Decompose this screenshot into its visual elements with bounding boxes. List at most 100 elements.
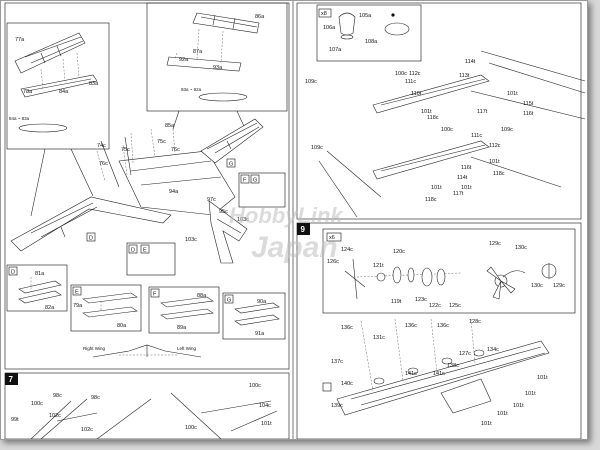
svg-text:Japan: Japan: [251, 231, 338, 264]
svg-text:101t: 101t: [525, 391, 536, 397]
svg-text:89a: 89a: [177, 325, 187, 331]
svg-text:F: F: [153, 292, 157, 298]
part-label: 86a: [255, 14, 265, 20]
svg-text:111c: 111c: [471, 133, 482, 139]
svg-text:136c: 136c: [341, 325, 353, 331]
svg-text:98c: 98c: [91, 395, 100, 401]
svg-text:101t: 101t: [461, 185, 472, 191]
svg-text:112c: 112c: [409, 71, 421, 77]
part-label: 103c: [237, 217, 249, 223]
part-label: 93a: [213, 65, 223, 71]
svg-text:101t: 101t: [261, 421, 272, 427]
svg-text:114t: 114t: [465, 59, 476, 65]
svg-text:141c: 141c: [405, 371, 417, 377]
step-number: 7: [9, 375, 14, 384]
svg-text:122c: 122c: [429, 303, 441, 309]
quantity-label: x8: [321, 11, 327, 17]
part-label: 94a: [169, 189, 179, 195]
subassembly-E: E 79a 80a: [70, 284, 142, 332]
svg-text:112c: 112c: [489, 143, 501, 149]
svg-text:100c: 100c: [441, 127, 453, 133]
instruction-sheet: 77a 78a 84a 83a 84a ~ 83a 86a 87a 92a 93…: [0, 0, 588, 440]
svg-text:101t: 101t: [431, 185, 442, 191]
step-9: 9 x6 124c 126c 121t 120c 119t 123c 122c …: [296, 222, 582, 439]
svg-text:108a: 108a: [365, 39, 378, 45]
svg-text:114t: 114t: [457, 175, 468, 181]
svg-text:109c: 109c: [501, 127, 513, 133]
dihedral-view: Right Wing Left Wing: [83, 344, 202, 358]
svg-text:117t: 117t: [477, 109, 488, 115]
svg-text:101t: 101t: [421, 109, 432, 115]
part-label: 84a: [59, 89, 69, 95]
svg-text:138c: 138c: [447, 363, 459, 369]
sub-letter: D: [131, 248, 135, 254]
svg-text:100c: 100c: [395, 71, 407, 77]
subassembly-F: F 88a 89a: [148, 286, 220, 334]
svg-text:101t: 101t: [481, 421, 492, 427]
svg-text:139c: 139c: [331, 403, 343, 409]
svg-text:129c: 129c: [489, 241, 501, 247]
svg-text:98c: 98c: [53, 393, 62, 399]
svg-text:128c: 128c: [469, 319, 481, 325]
right-wing-label: Right Wing: [83, 346, 106, 351]
assembly-diagram: 77a 78a 84a 83a 84a ~ 83a 86a 87a 92a 93…: [4, 1, 586, 439]
svg-text:101t: 101t: [513, 403, 524, 409]
svg-text:80a: 80a: [117, 323, 127, 329]
svg-text:116t: 116t: [461, 165, 472, 171]
svg-text:111c: 111c: [405, 79, 416, 85]
inset-right-wing: 86a 87a 92a 93a 93a ~ 92a: [146, 2, 288, 112]
part-label: 92a: [179, 57, 189, 63]
svg-text:140c: 140c: [341, 381, 353, 387]
svg-text:100c: 100c: [31, 401, 43, 407]
svg-text:119t: 119t: [391, 299, 402, 305]
sub-letter: G: [229, 162, 233, 168]
svg-text:79a: 79a: [73, 303, 83, 309]
svg-text:101t: 101t: [489, 159, 500, 165]
svg-text:81a: 81a: [35, 271, 45, 277]
svg-text:91a: 91a: [255, 331, 265, 337]
svg-text:130c: 130c: [515, 245, 527, 251]
part-label: 78a: [23, 89, 33, 95]
watermark: HobbyLink Japan: [229, 203, 344, 264]
svg-text:109c: 109c: [305, 79, 317, 85]
part-label: 87a: [193, 49, 203, 55]
left-wing-label: Left Wing: [177, 346, 197, 351]
svg-text:115t: 115t: [523, 101, 534, 107]
svg-text:101t: 101t: [507, 91, 518, 97]
part-label: 76c: [171, 147, 180, 153]
svg-text:D: D: [11, 270, 15, 276]
svg-text:118c: 118c: [427, 115, 439, 121]
part-label: 103c: [185, 237, 197, 243]
step-7: 7 98c 100c 99t 102c 98c 102c 100c 104c 1…: [4, 372, 290, 439]
part-label: 75c: [157, 139, 166, 145]
svg-text:117t: 117t: [453, 191, 464, 197]
airframe-main-view: 85a 74c 75c 76c 75c 76c 94a 97c 95c 103c…: [10, 118, 264, 264]
sub-letter: D: [89, 236, 93, 242]
part-label: 77a: [15, 37, 25, 43]
part-label: 97c: [207, 197, 216, 203]
svg-text:141c: 141c: [433, 371, 445, 377]
part-label: 84a ~ 83a: [9, 116, 30, 121]
svg-text:120c: 120c: [393, 249, 405, 255]
sub-letter: F: [243, 178, 247, 184]
svg-text:126c: 126c: [327, 259, 339, 265]
svg-text:121t: 121t: [373, 263, 384, 269]
part-label: 85a: [165, 123, 175, 129]
quantity-label: x6: [329, 235, 335, 241]
svg-text:127c: 127c: [459, 351, 471, 357]
svg-text:113t: 113t: [459, 73, 470, 79]
part-label: 95c: [219, 209, 228, 215]
part-label: 83a: [89, 81, 99, 87]
svg-text:101t: 101t: [497, 411, 508, 417]
sub-marker-group: D D E F G G: [86, 158, 286, 276]
svg-text:106a: 106a: [323, 25, 336, 31]
svg-text:G: G: [227, 298, 231, 304]
svg-text:105a: 105a: [359, 13, 372, 19]
svg-text:109c: 109c: [311, 145, 323, 151]
part-label: 93a ~ 92a: [181, 87, 202, 92]
subassembly-D: D 81a 82a: [6, 264, 68, 312]
subassembly-G: G 90a 91a: [222, 292, 286, 340]
svg-text:110t: 110t: [411, 91, 422, 97]
svg-text:99t: 99t: [11, 417, 19, 423]
part-label: 76c: [99, 161, 108, 167]
